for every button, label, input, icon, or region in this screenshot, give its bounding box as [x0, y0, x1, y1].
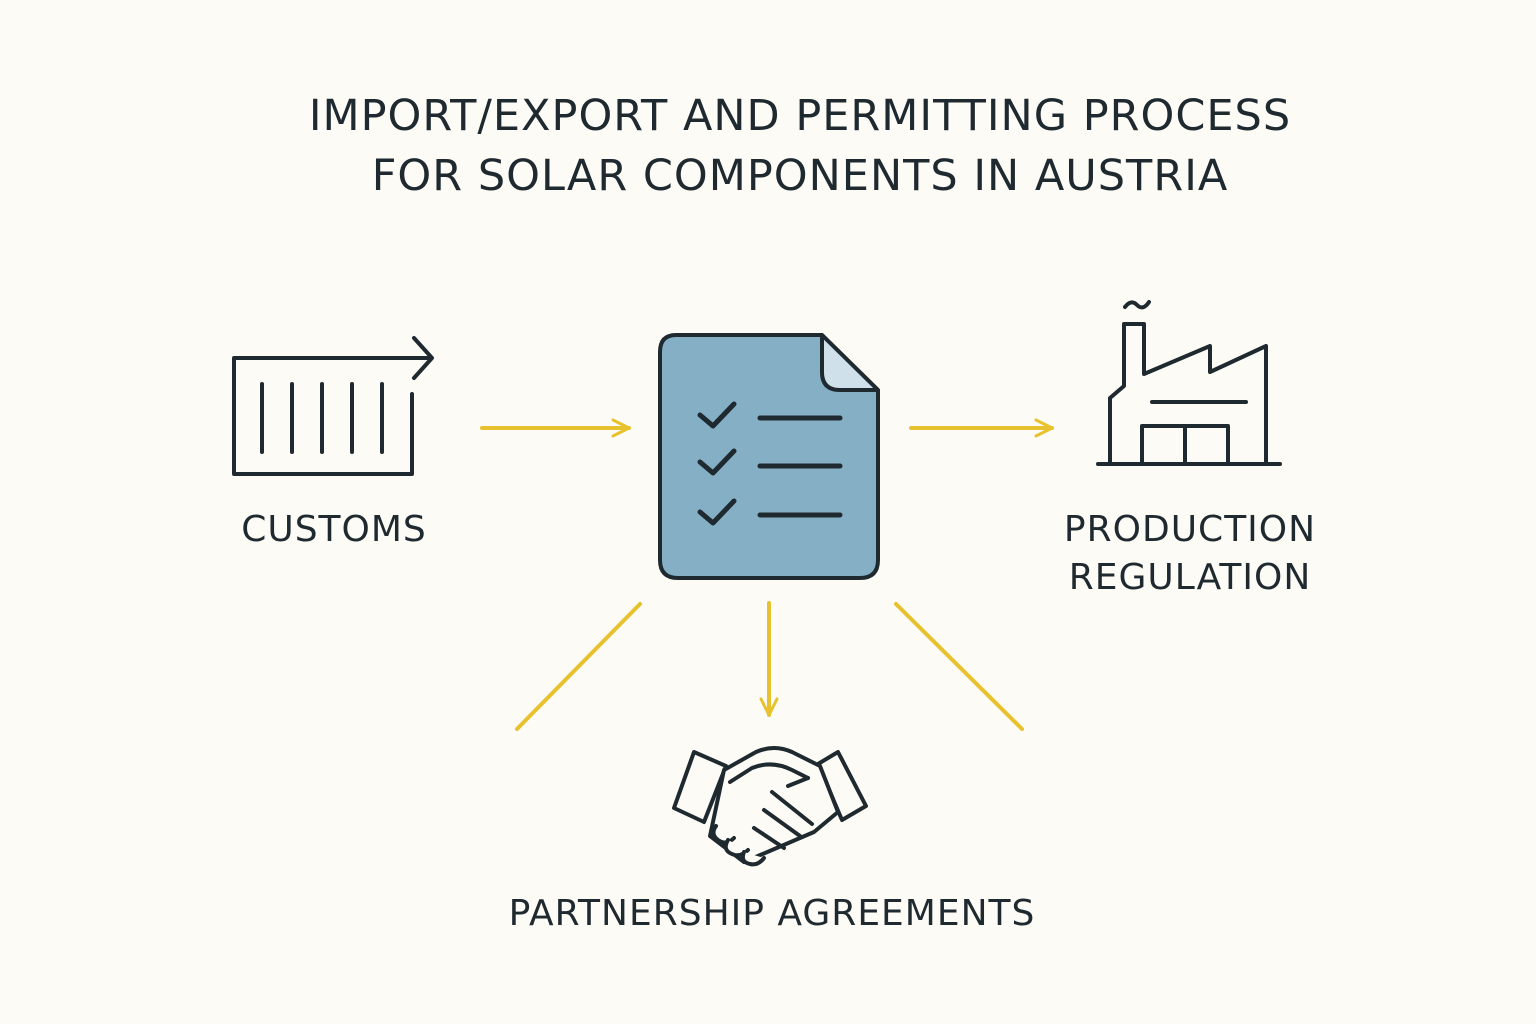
handshake-icon [672, 746, 868, 867]
title-line-1: IMPORT/EXPORT AND PERMITTING PROCESS [308, 91, 1292, 141]
factory-icon [1096, 300, 1282, 466]
checklist-document-icon [658, 333, 880, 580]
production-regulation-label: PRODUCTION REGULATION [1050, 506, 1330, 602]
customs-label: CUSTOMS [241, 509, 427, 550]
production-label-line-1: PRODUCTION [1063, 509, 1317, 550]
connector-line-right [894, 602, 1024, 731]
partnership-agreements-label: PARTNERSHIP AGREEMENTS [508, 893, 1036, 934]
production-label-line-2: REGULATION [1068, 557, 1312, 598]
title-line-2: FOR SOLAR COMPONENTS IN AUSTRIA [371, 151, 1229, 201]
shipping-container-icon [232, 336, 434, 476]
connector-line-left [515, 602, 642, 731]
diagram-title: IMPORT/EXPORT AND PERMITTING PROCESS FOR… [0, 86, 1536, 206]
